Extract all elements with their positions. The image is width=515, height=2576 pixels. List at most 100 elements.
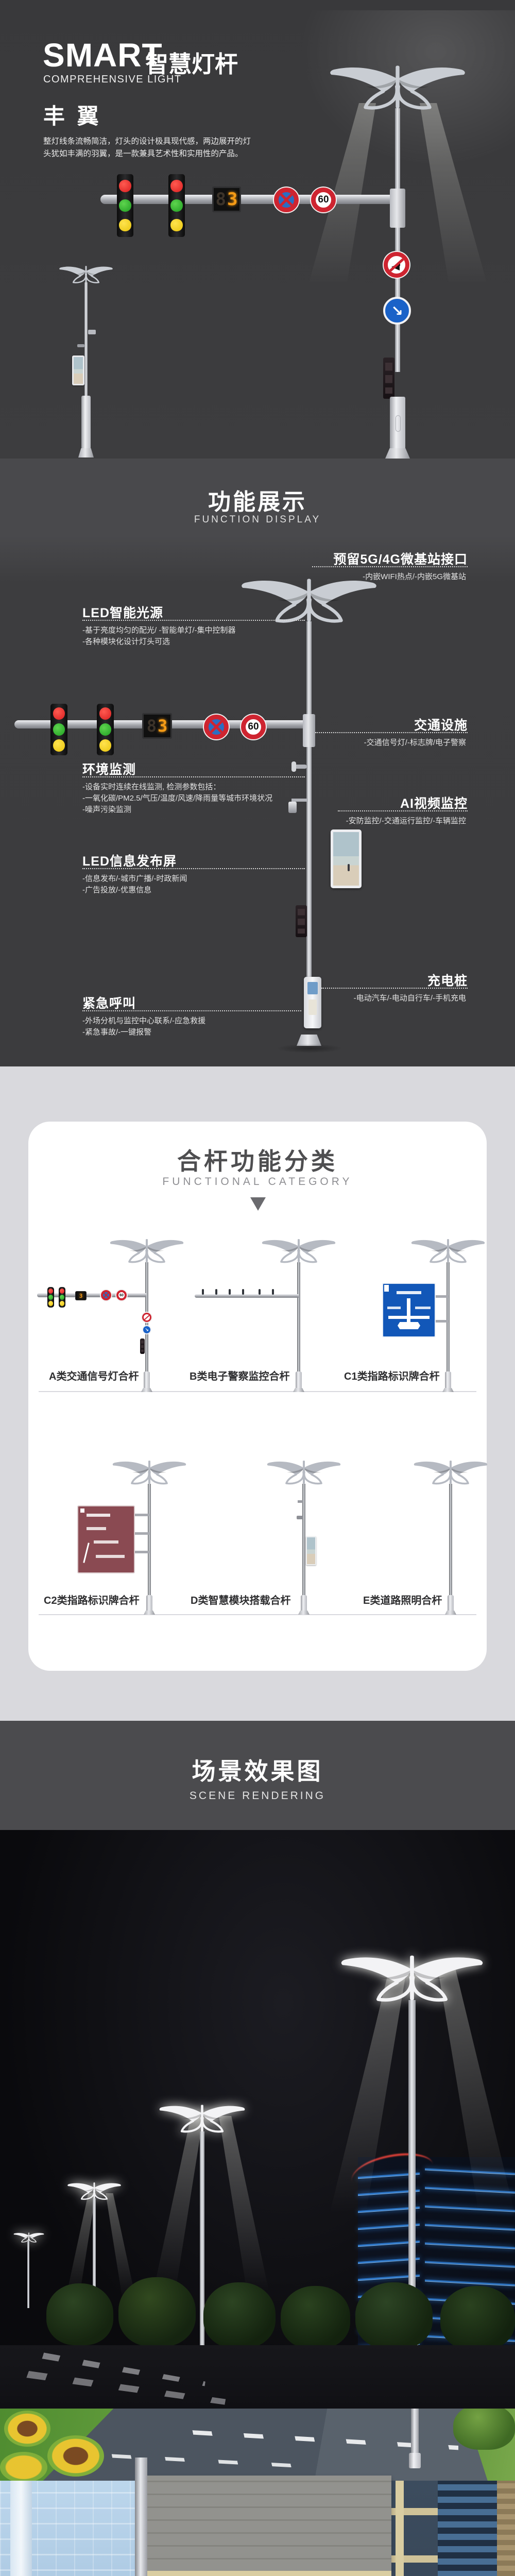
brand-title: SMART — [43, 37, 163, 74]
wing-lamp-icon — [111, 1459, 188, 1487]
charging-pile-screen — [307, 982, 318, 994]
tourist-sign-text — [96, 1555, 125, 1558]
slash-bar — [144, 1314, 150, 1320]
product-name: 丰 翼 — [43, 104, 102, 128]
median-tree — [453, 2409, 515, 2450]
category-item-label: D类智慧模块搭载合杆 — [191, 1595, 291, 1606]
charging-pile — [304, 977, 321, 1028]
tourist-sign — [77, 1505, 135, 1573]
traffic-light — [59, 1287, 65, 1308]
mini-sign-corner — [384, 1285, 389, 1292]
camera-unit — [259, 1289, 261, 1295]
green-light — [48, 1295, 54, 1300]
fn-pole-foot — [297, 1035, 321, 1046]
countdown-display: 3 — [75, 1291, 87, 1300]
pole-a-base — [144, 1371, 150, 1389]
pole-c2-base — [146, 1595, 152, 1612]
mini-sign-text-row — [397, 1291, 421, 1294]
red-light — [53, 707, 65, 720]
tourist-sign-badge — [80, 1509, 84, 1513]
mini-sign-text-left — [387, 1307, 401, 1309]
pole-b-mast — [297, 1262, 300, 1391]
hero-description-line2: 头犹如丰满的羽翼，是一款兼具艺术性和实用性的产品。 — [43, 149, 243, 158]
tourist-sign-text — [87, 1514, 110, 1517]
callout-line: -设备实时连续在线监测, 检测参数包括： — [82, 783, 221, 791]
yellow-light — [119, 219, 131, 231]
hero-description-line1: 整灯线条流畅简洁，灯头的设计极具现代感，两边展开的灯 — [43, 137, 251, 146]
hero-pole-foot — [385, 448, 410, 459]
speed-limit-sign: 60 — [241, 715, 266, 739]
green-light — [99, 723, 112, 736]
lane-signal-back — [140, 1338, 145, 1354]
countdown-digit: 3 — [79, 1292, 83, 1299]
wing-lamp-icon — [337, 1953, 487, 2007]
scene-photo-day-plaza — [0, 2409, 515, 2576]
pole-b-crossarm — [195, 1294, 299, 1298]
green-light — [59, 1295, 65, 1300]
pole-c1-base — [445, 1371, 451, 1389]
callout-line: -安防监控/-交通运行监控/-车辆监控 — [346, 817, 466, 825]
building-portal-frame — [138, 2571, 391, 2576]
sensor-unit — [77, 344, 84, 347]
pole-b-base — [296, 1371, 302, 1389]
callout-line: -信息发布/-城市广播/-时政新闻 — [82, 874, 187, 883]
callout-title: 预留5G/4G微基站接口 — [333, 552, 468, 567]
camera-unit — [229, 1289, 231, 1295]
mini-guide-sign — [382, 1283, 436, 1337]
sign-arm — [432, 1320, 448, 1323]
no-horn-sign — [142, 1313, 151, 1322]
night-tree — [118, 2277, 196, 2347]
screen-picture — [74, 357, 83, 384]
camera-unit — [88, 330, 96, 334]
tourist-sign-text — [94, 1540, 118, 1544]
traffic-light — [50, 704, 67, 755]
callout-line: -外场分机与监控中心联系/-应急救援 — [82, 1016, 206, 1025]
sign-arm — [432, 1295, 448, 1298]
night-tree — [46, 2283, 113, 2345]
env-sensor-unit — [294, 765, 307, 769]
mini-led-screen — [72, 355, 84, 385]
red-light — [99, 707, 112, 720]
category-item-label: C2类指路标识牌合杆 — [44, 1595, 140, 1606]
scene-header-band: 场景效果图 SCENE RENDERING — [0, 1721, 515, 1830]
section-title: 场景效果图 — [192, 1758, 323, 1785]
ground-line — [39, 1614, 476, 1615]
screen-picture — [333, 832, 359, 886]
category-item-label: A类交通信号灯合杆 — [49, 1371, 139, 1382]
camera-unit — [272, 1289, 274, 1295]
keep-right-sign: ↘ — [142, 1325, 151, 1334]
callout-leader — [82, 620, 305, 621]
mini-sign-hexagon — [398, 1322, 420, 1329]
green-light — [119, 199, 131, 212]
building-gray-band — [138, 2476, 391, 2571]
section-title: 功能展示 — [208, 489, 307, 515]
traffic-light — [168, 174, 185, 237]
traffic-light — [117, 174, 133, 237]
keep-right-sign: ↘ — [383, 297, 411, 325]
tourist-sign-text — [87, 1527, 106, 1530]
wing-lamp-icon — [412, 1459, 489, 1487]
callout-line: -电动汽车/-电动自行车/-手机充电 — [353, 994, 466, 1003]
night-pole-4 — [27, 2241, 29, 2308]
callout-leader — [315, 732, 468, 733]
mini-pole-base-column — [81, 396, 91, 449]
callout-leader — [82, 868, 305, 869]
brand-subtitle: COMPREHENSIVE LIGHT — [43, 74, 182, 85]
callout-leader — [312, 566, 468, 567]
yellow-light — [48, 1301, 54, 1306]
pole-a-crossarm — [37, 1293, 146, 1297]
callout-line: -广告投放/-优惠信息 — [82, 886, 152, 894]
fn-pole-mast — [306, 621, 312, 980]
camera-unit — [215, 1289, 217, 1295]
callout-title: 环境监测 — [82, 762, 136, 777]
wing-lamp-icon — [409, 1238, 487, 1266]
wing-lamp-icon — [327, 63, 469, 115]
wing-lamp-icon — [260, 1238, 337, 1266]
plaza-pole — [135, 2458, 147, 2576]
night-pole-3 — [93, 2198, 96, 2330]
night-road — [0, 2345, 515, 2409]
crossarm-bracket — [390, 189, 405, 228]
wing-lamp-icon — [108, 1238, 185, 1266]
